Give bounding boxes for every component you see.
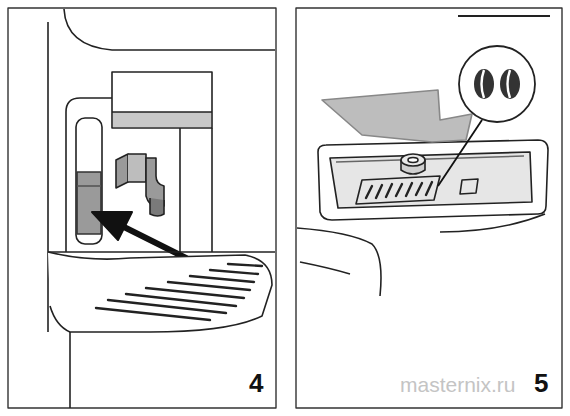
panel-number: 5	[534, 370, 548, 396]
watermark: masternix.ru	[400, 374, 516, 395]
panel-number: 4	[249, 370, 263, 396]
panel-5-drawing	[296, 8, 562, 408]
panel-4-drawing	[8, 8, 276, 408]
